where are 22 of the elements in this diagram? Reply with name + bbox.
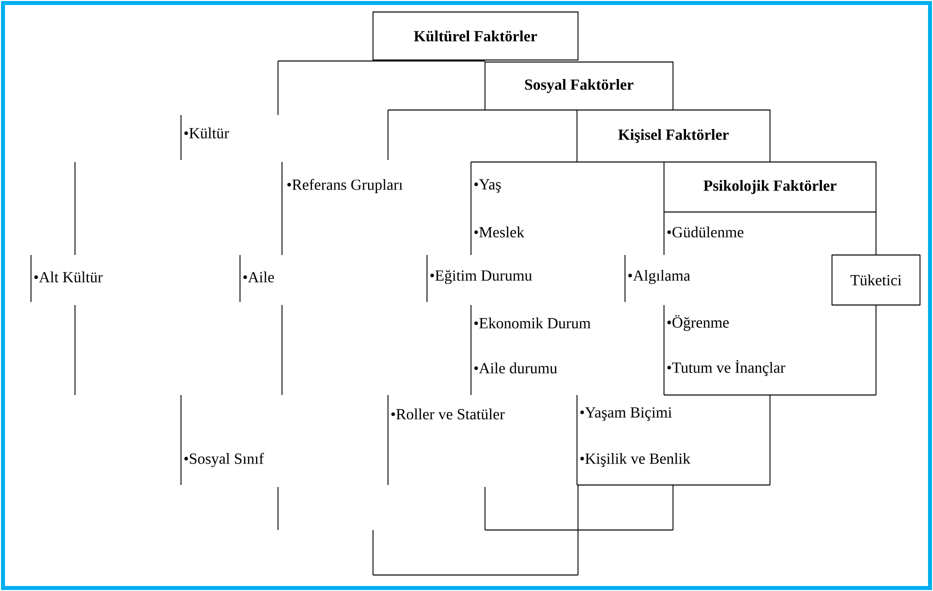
factor-box: Psikolojik Faktörler <box>664 162 876 212</box>
bullet-item: •Eğitim Durumu <box>430 270 532 284</box>
bullet-item: •Tutum ve İnançlar <box>667 360 786 376</box>
bullet-item: •Güdülenme <box>667 226 744 238</box>
bullet-item: •Kültür <box>184 128 230 138</box>
bullet-item: •Sosyal Sınıf <box>184 452 264 468</box>
bullet-item: •Roller ve Statüler <box>391 408 505 420</box>
bullet-item: •Kişilik ve Benlik <box>580 453 690 467</box>
bullet-item: •Aile durumu <box>474 362 558 374</box>
bullet-item: •Alt Kültür <box>34 272 103 282</box>
bullet-item: •Yaşam Biçimi <box>580 407 672 421</box>
bullet-item: •Referans Grupları <box>287 178 403 194</box>
factor-box: Tüketici <box>832 254 920 306</box>
factor-box: Kültürel Faktörler <box>372 12 578 60</box>
factor-box: Sosyal Faktörler <box>484 62 674 110</box>
bullet-item: •Meslek <box>474 226 524 238</box>
bullet-item: •Ekonomik Durum <box>474 318 591 328</box>
bullet-item: •Yaş <box>474 179 501 193</box>
factor-box: Kişisel Faktörler <box>576 110 770 162</box>
bullet-item: •Öğrenme <box>667 315 729 331</box>
bullet-item: •Aile <box>243 272 274 282</box>
bullet-item: •Algılama <box>628 270 690 284</box>
